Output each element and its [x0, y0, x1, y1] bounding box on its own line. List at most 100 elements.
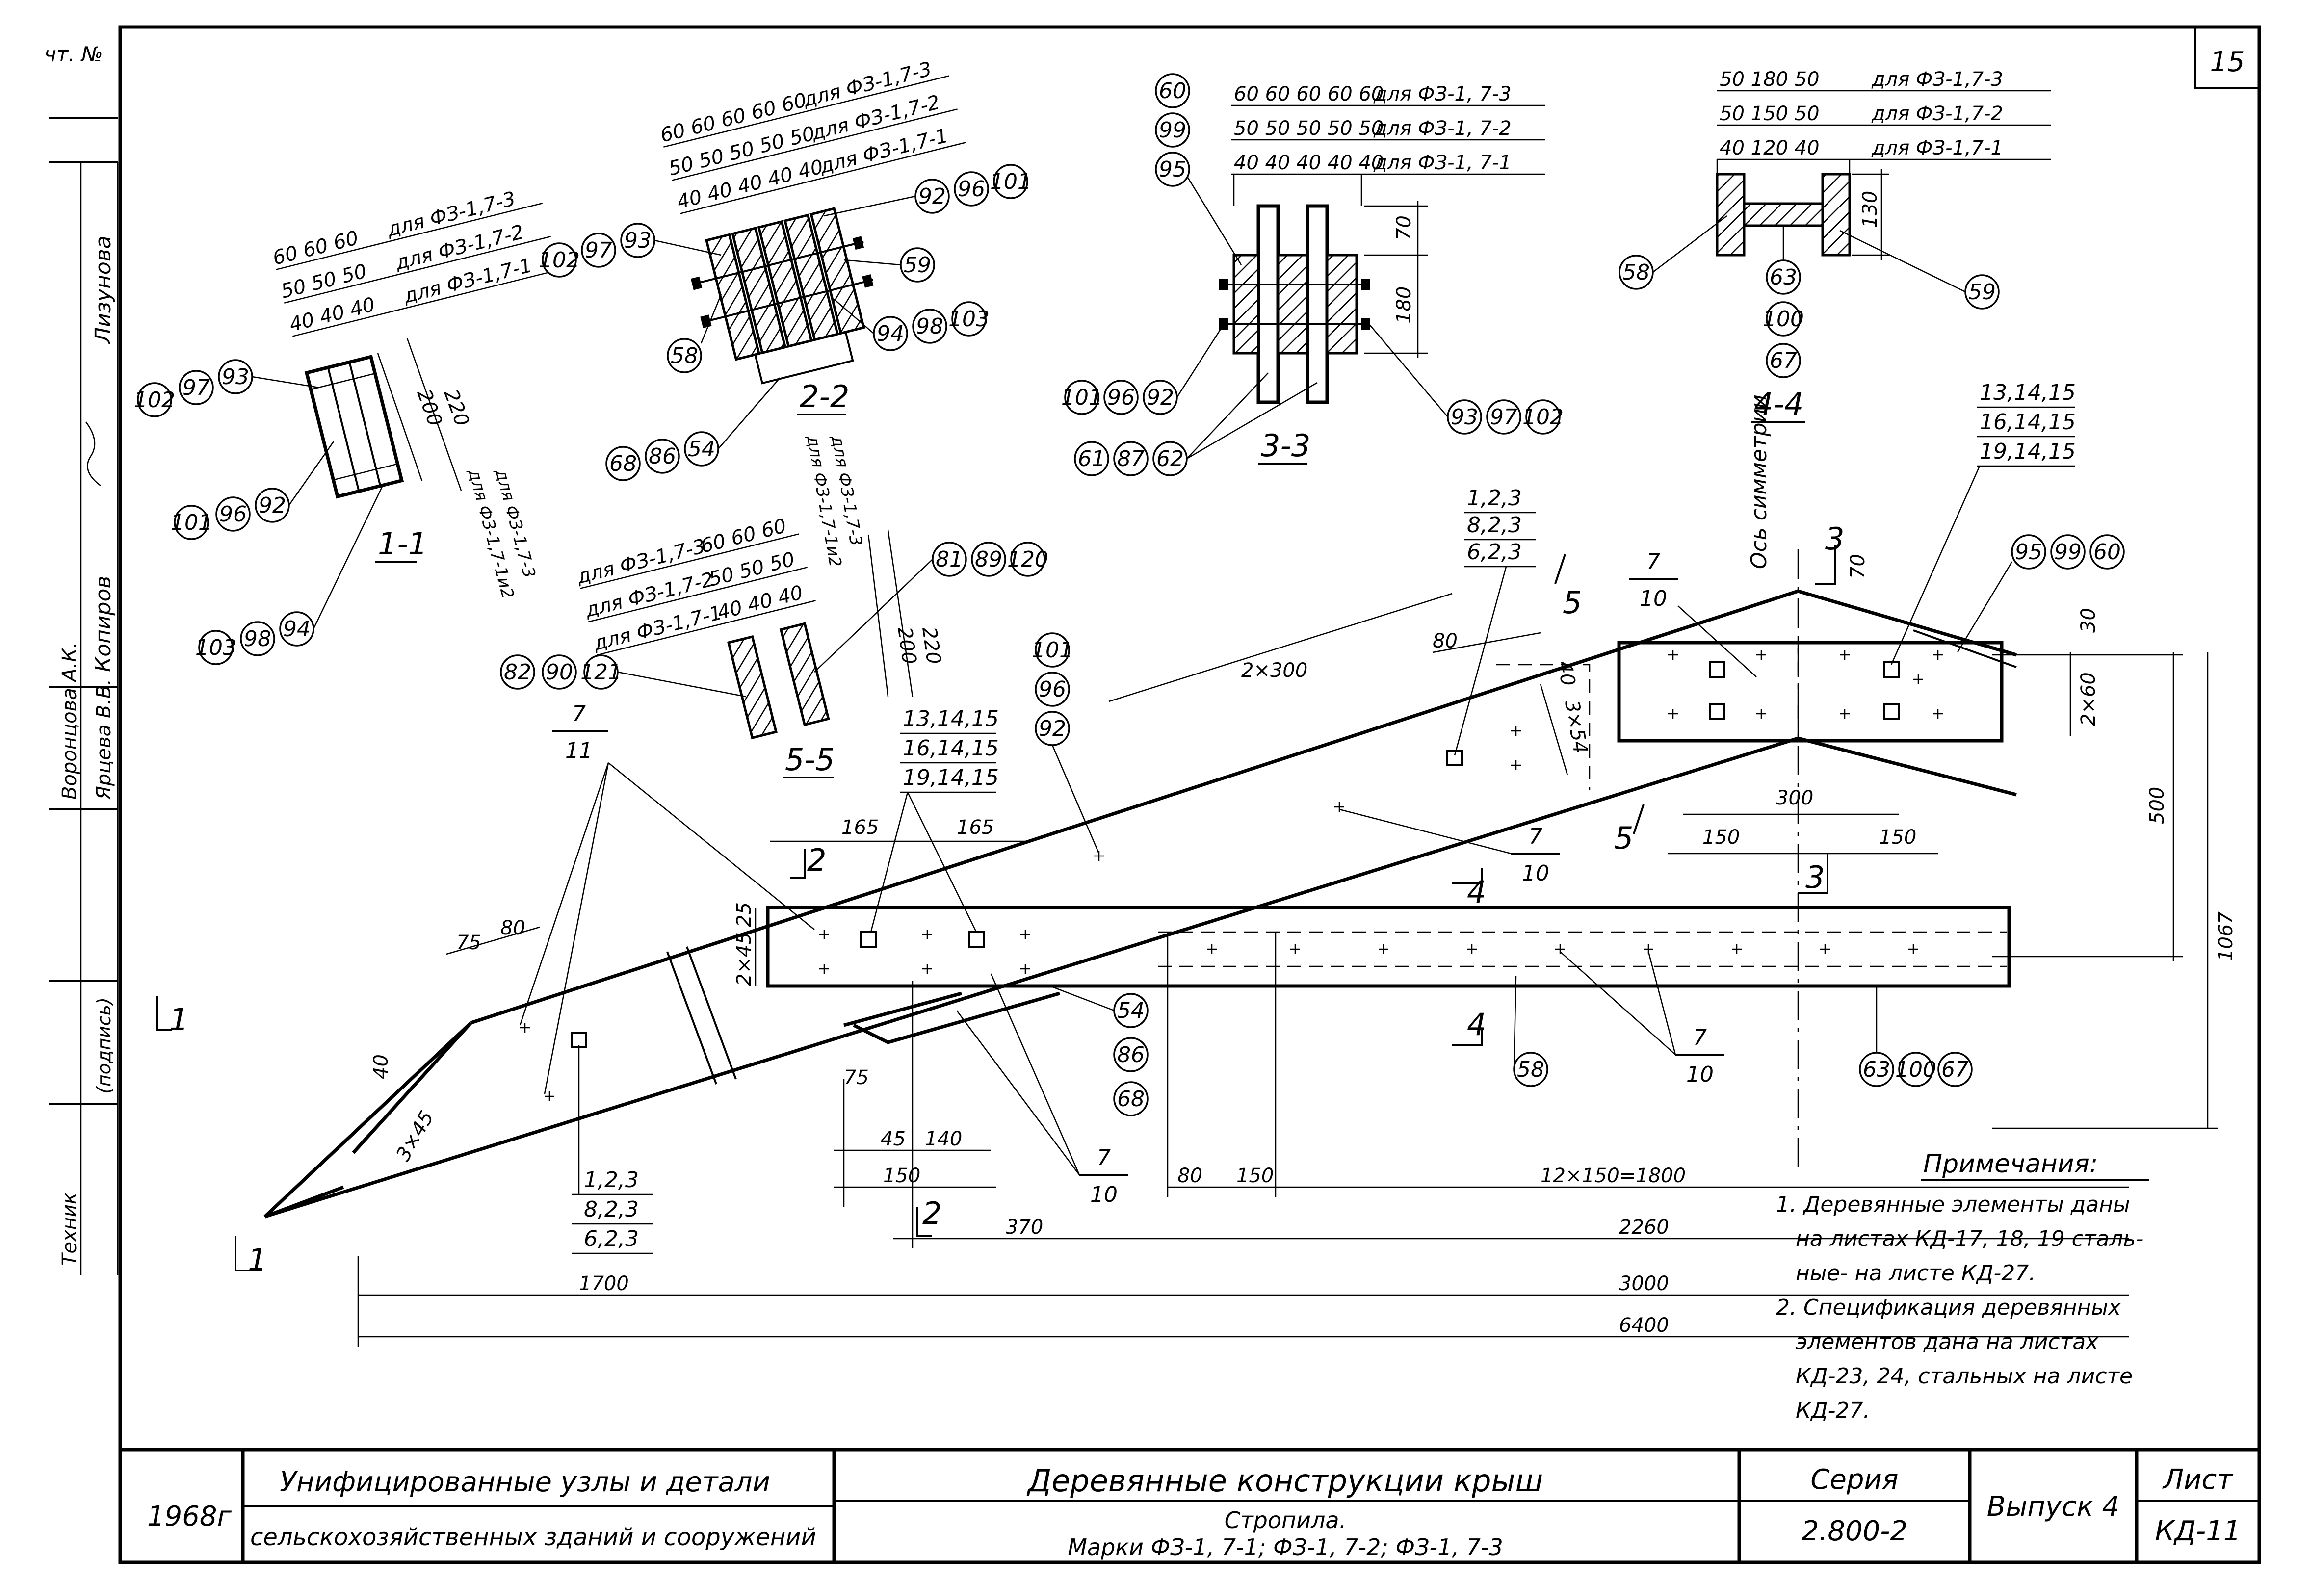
- dim-45: 45: [881, 1128, 906, 1150]
- fraction-num: 7: [1097, 1145, 1111, 1170]
- section-mark-2b: 2: [922, 1195, 941, 1231]
- bolt-group-line: 16,14,15: [903, 736, 999, 761]
- fraction-den: 11: [565, 738, 593, 763]
- stamp-name-2: Копиров: [91, 576, 116, 672]
- callout-54-b: 54: [1117, 998, 1145, 1023]
- notes-line-4: 2. Спецификация деревянных: [1776, 1295, 2121, 1320]
- s11-side-dim-200: 200: [413, 387, 446, 429]
- dim-2x60: 2×60: [2077, 672, 2100, 726]
- notes-line-5: элементов дана на листах: [1796, 1329, 2099, 1354]
- bolt-group-line: 1,2,3: [584, 1167, 639, 1193]
- s44-note-row-3: для ФЗ-1,7-1: [1871, 137, 2003, 159]
- s44-dim-130: 130: [1859, 191, 1881, 228]
- callout-121-a: 121: [580, 660, 622, 685]
- callout-54-a: 54: [688, 437, 715, 462]
- section-label-3-3: 3-3: [1261, 428, 1310, 464]
- dim-3x45: 3×45: [392, 1107, 439, 1165]
- callout-96-c: 96: [1107, 385, 1135, 410]
- tb-sheet-label: Лист: [2162, 1464, 2233, 1496]
- callout-98-a: 98: [244, 626, 271, 651]
- callout-95-b: 95: [2015, 540, 2042, 565]
- rafter-end: [263, 1021, 472, 1219]
- fraction-7-11: 7 11: [519, 701, 815, 1094]
- bolt-group-line: 8,2,3: [584, 1197, 639, 1222]
- callout-103-b: 103: [948, 307, 990, 332]
- callout-58-c: 58: [1517, 1057, 1544, 1082]
- sheet-number-box: [2194, 26, 2260, 89]
- stamp-name-6: Техник: [58, 1193, 81, 1266]
- callout-101-a: 101: [171, 510, 212, 535]
- fraction-den: 10: [1640, 586, 1667, 611]
- dim-75: 75: [456, 932, 481, 954]
- dim-150-a: 150: [1702, 826, 1740, 849]
- tb-title: Деревянные конструкции крыш: [1026, 1463, 1543, 1499]
- callout-94-b: 94: [877, 321, 904, 346]
- section-label-2-2: 2-2: [800, 379, 849, 415]
- s55-dims-row-1: 60 60 60: [699, 515, 789, 558]
- section-label-5-5: 5-5: [785, 742, 835, 778]
- section-mark-5a: 5: [1563, 585, 1582, 621]
- callout-63-b: 63: [1863, 1057, 1890, 1082]
- stamp-name-3: Воронцова А.К.: [58, 642, 81, 800]
- callout-67-b: 67: [1941, 1057, 1969, 1082]
- s11-dims-row-1: 60 60 60: [270, 227, 361, 270]
- bolt-group-tie: 13,14,15 16,14,15 19,14,15: [870, 706, 999, 933]
- fraction-7-10-b: 7 10: [1339, 808, 1560, 886]
- bolt-group-line: 8,2,3: [1467, 513, 1522, 538]
- callout-92-a: 92: [259, 493, 286, 518]
- callout-101-b: 101: [990, 169, 1031, 194]
- dim-30: 30: [2077, 608, 2100, 633]
- callout-100-a: 100: [1763, 307, 1804, 332]
- callout-96-a: 96: [219, 502, 247, 527]
- callout-92-c: 92: [1147, 385, 1174, 410]
- callout-86-b: 86: [1117, 1042, 1145, 1067]
- callout-68-b: 68: [1117, 1087, 1145, 1112]
- section-mark-3b: 3: [1805, 859, 1825, 895]
- callout-61-a: 61: [1078, 446, 1105, 471]
- notes-line-3: ные- на листе КД-27.: [1796, 1261, 2036, 1286]
- dim-150-c: 150: [883, 1165, 920, 1187]
- tb-series-value: 2.800-2: [1802, 1515, 1907, 1547]
- callout-102-a: 102: [134, 388, 175, 413]
- dim-75-b: 75: [844, 1066, 869, 1089]
- bolt-group-line: 6,2,3: [1467, 540, 1522, 565]
- bolt-group-line: 13,14,15: [1980, 380, 2076, 405]
- bolt-group-line: 19,14,15: [1980, 439, 2076, 464]
- callout-93-c: 93: [1451, 405, 1478, 430]
- stamp-name-5: (подпись): [93, 997, 115, 1094]
- section-3-3: 60 60 60 60 60 для ФЗ-1, 7-3 50 50 50 50…: [1061, 73, 1564, 476]
- callout-86-a: 86: [649, 444, 676, 469]
- tb-org-line-2: сельскохозяйственных зданий и сооружений: [250, 1524, 816, 1551]
- s33-note-row-3: для ФЗ-1, 7-1: [1373, 152, 1512, 174]
- bolt-group-ridge-right: 13,14,15 16,14,15 19,14,15: [1890, 380, 2076, 665]
- fraction-den: 10: [1090, 1182, 1118, 1207]
- dim-1067: 1067: [2215, 911, 2237, 961]
- tb-issue: Выпуск 4: [1987, 1491, 2119, 1523]
- title-block: 1968г Унифицированные узлы и детали сель…: [120, 1448, 2259, 1562]
- notes-line-2: на листах КД-17, 18, 19 сталь-: [1796, 1226, 2143, 1251]
- dim-80-c: 80: [1177, 1165, 1202, 1187]
- callout-101-d: 101: [1032, 638, 1073, 663]
- dim-12x150: 12×150=1800: [1541, 1165, 1686, 1187]
- dim-370: 370: [1006, 1216, 1043, 1239]
- section-mark-4b: 4: [1467, 1007, 1486, 1042]
- notes-line-6: КД-23, 24, стальных на листе: [1796, 1364, 2133, 1389]
- dim-2x45: 2×45: [733, 932, 756, 986]
- section-mark-3a: 3: [1825, 521, 1844, 557]
- dim-150-b: 150: [1879, 826, 1916, 849]
- callout-60-b: 60: [2093, 540, 2121, 565]
- s55-side-dim-200: 200: [893, 625, 920, 666]
- s33-dims-row-3: 40 40 40 40 40: [1234, 152, 1384, 174]
- callout-99-a: 99: [1159, 118, 1186, 143]
- main-rafter-view: Ось симметрии: [156, 380, 2237, 1347]
- callout-63-a: 63: [1770, 265, 1797, 290]
- left-margin-stamp: чт. № Лизунова Копиров Воронцова А.К. Яр…: [44, 42, 119, 1275]
- dim-3000: 3000: [1619, 1272, 1669, 1295]
- s33-dims-row-1: 60 60 60 60 60: [1234, 83, 1384, 105]
- callout-60-a: 60: [1159, 78, 1186, 104]
- dim-150-d: 150: [1236, 1165, 1274, 1187]
- tb-series-label: Серия: [1810, 1464, 1898, 1496]
- callout-98-b: 98: [916, 314, 943, 339]
- callout-68-a: 68: [609, 451, 637, 476]
- callout-96-b: 96: [958, 177, 985, 202]
